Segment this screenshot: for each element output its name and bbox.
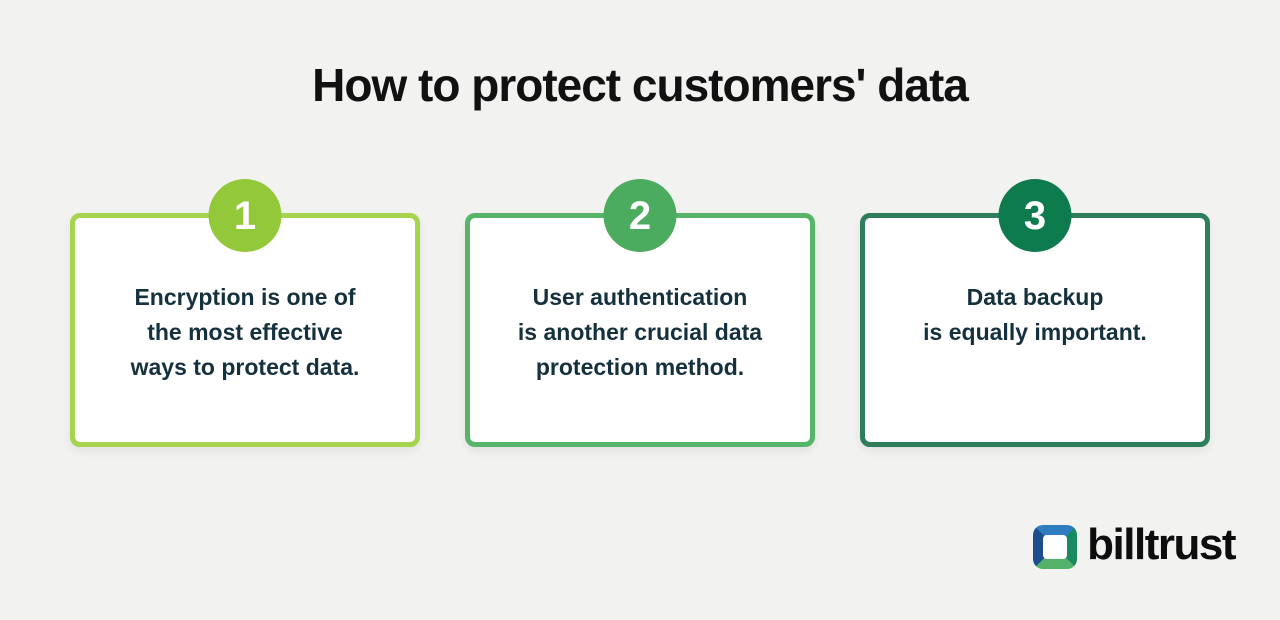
step-card-1: 1 Encryption is one of the most effectiv… [70, 179, 420, 447]
step-text: Encryption is one of the most effective … [130, 284, 360, 380]
step-text: User authentication is another crucial d… [517, 284, 763, 380]
step-number-badge: 2 [603, 179, 677, 252]
steps-row: 1 Encryption is one of the most effectiv… [70, 179, 1210, 447]
page-title: How to protect customers' data [312, 59, 969, 111]
step-number-badge: 3 [998, 179, 1072, 252]
step-number: 3 [1023, 193, 1047, 238]
billtrust-logo-icon [1033, 525, 1078, 569]
step-card-2: 2 User authentication is another crucial… [465, 179, 815, 447]
billtrust-wordmark: billtrust [1087, 520, 1236, 569]
step-number: 2 [628, 193, 652, 238]
step-card-3: 3 Data backup is equally important. [860, 179, 1210, 447]
brand-logo: billtrust [1033, 520, 1236, 571]
step-text: Data backup is equally important. [923, 284, 1147, 345]
step-number: 1 [233, 193, 257, 238]
step-number-badge: 1 [208, 179, 282, 252]
